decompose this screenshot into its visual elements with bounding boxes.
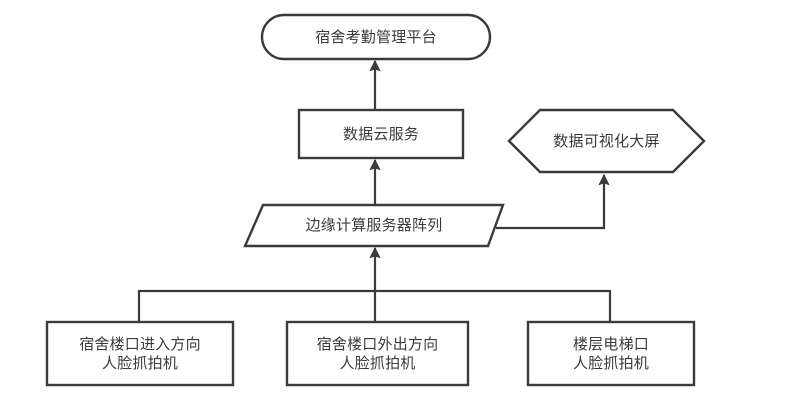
connector-edge-to-bigscreen (496, 173, 610, 230)
node-big-screen-shape[interactable] (507, 108, 706, 174)
node-camera-entry-shape[interactable] (45, 320, 235, 387)
node-cloud-service-shape[interactable] (297, 108, 465, 160)
node-edge-servers-shape[interactable] (243, 203, 505, 248)
node-platform-shape[interactable] (260, 13, 492, 61)
node-camera-elevator-shape[interactable] (526, 320, 696, 387)
node-camera-exit-shape[interactable] (285, 320, 470, 387)
